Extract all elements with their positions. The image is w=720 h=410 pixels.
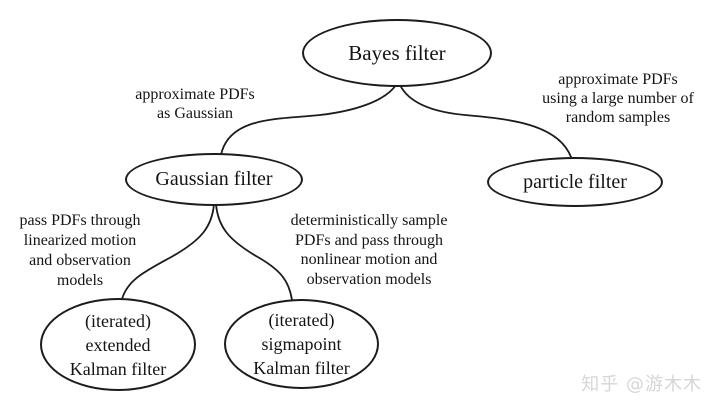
node-label: Bayes filter [348, 40, 446, 65]
edge-label-line: pass PDFs through [19, 212, 141, 229]
edge-label-line: approximate PDFs [558, 71, 678, 88]
node-particle-filter: particle filter [487, 157, 663, 207]
edge-label-line: models [56, 272, 104, 289]
node-bayes-filter: Bayes filter [302, 19, 492, 87]
edge-label-line: using a large number of [542, 90, 694, 107]
edge-label-line: observation models [306, 270, 432, 288]
edge-label-deterministic-sample-models: deterministically sample PDFs and pass t… [289, 211, 449, 289]
node-label-line: Kalman filter [69, 358, 167, 379]
edge-bayes-to-gaussian [220, 84, 397, 156]
watermark-zhihu: 知乎 @游木木 [581, 374, 702, 395]
node-label-line: Kalman filter [253, 358, 350, 378]
node-label-line: (iterated) [85, 310, 151, 331]
node-label-line: (iterated) [268, 310, 335, 330]
edge-label-line: nonlinear motion and [300, 251, 438, 268]
edge-gaussian-to-extended-kf [121, 203, 215, 300]
edge-label-line: and observation [29, 252, 131, 269]
edge-gaussian-to-sigmapoint-kf [215, 203, 293, 301]
edge-label-linearized-models: pass PDFs through linearized motion and … [18, 211, 142, 291]
edge-label-approximate-pdfs-as-gaussian: approximate PDFs as Gaussian [133, 85, 257, 123]
node-label-line: sigmapoint [261, 334, 342, 354]
edge-label-line: approximate PDFs [135, 86, 255, 103]
node-iterated-extended-kalman-filter: (iterated) extended Kalman filter [40, 298, 196, 391]
node-iterated-sigmapoint-kalman-filter: (iterated) sigmapoint Kalman filter [224, 299, 379, 389]
edge-bayes-to-particle [399, 84, 572, 158]
edge-label-approximate-pdfs-random-samples: approximate PDFs using a large number of… [538, 70, 698, 127]
edge-label-line: deterministically sample [290, 212, 448, 229]
edge-label-line: PDFs and pass through [294, 231, 443, 249]
edge-label-line: as Gaussian [157, 105, 233, 122]
node-label: Gaussian filter [155, 168, 273, 190]
node-label: particle filter [523, 170, 627, 193]
edge-label-line: linearized motion [23, 232, 137, 249]
node-gaussian-filter: Gaussian filter [125, 153, 303, 206]
edge-label-line: random samples [565, 109, 671, 126]
node-label-line: extended [85, 334, 151, 355]
